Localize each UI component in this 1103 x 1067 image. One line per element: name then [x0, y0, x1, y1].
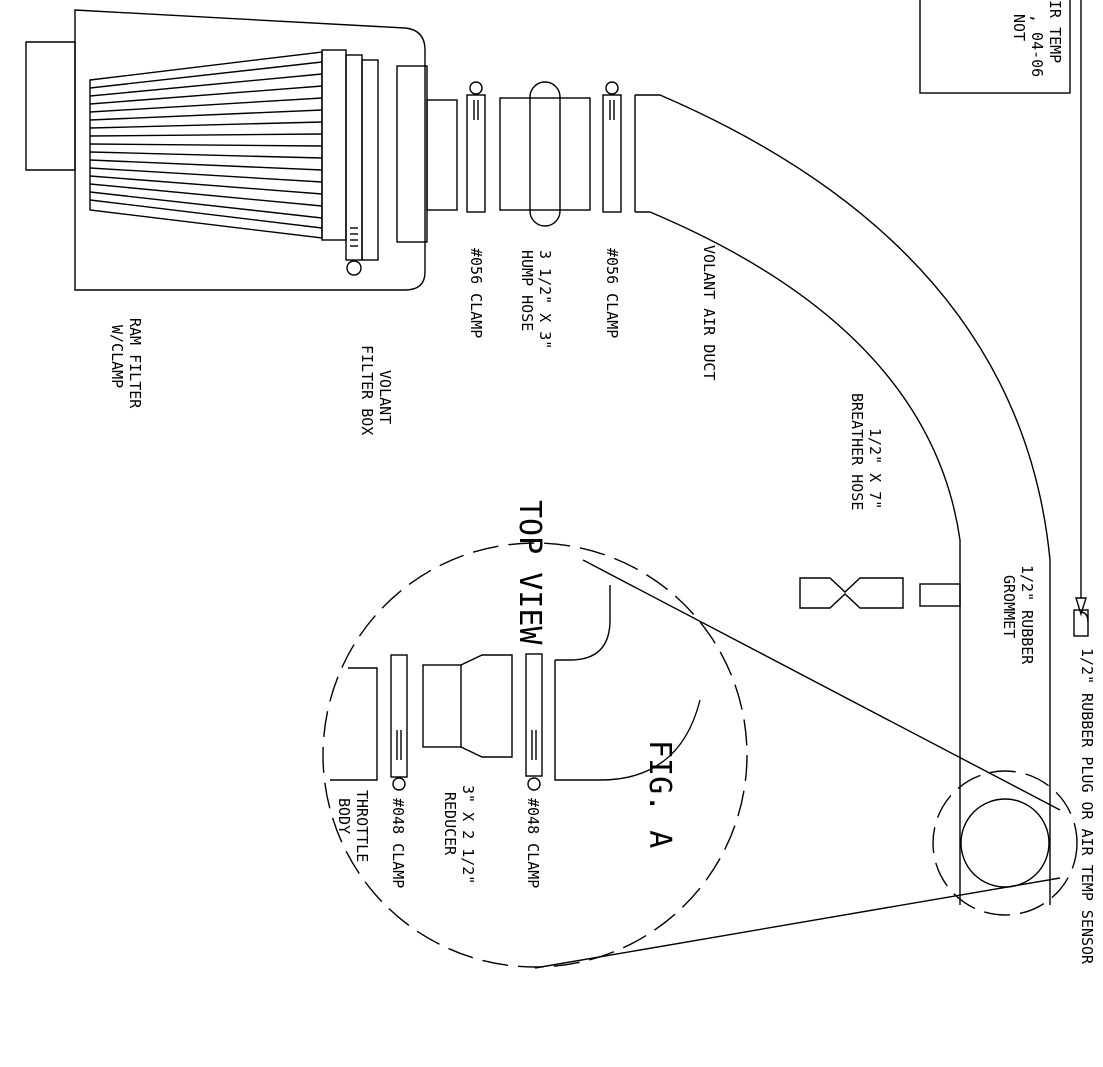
grommet-label-2: GROMMET: [1000, 575, 1018, 638]
labels: RAM FILTER W/CLAMP VOLANT FILTER BOX #05…: [108, 0, 1096, 965]
throttle-label-2: BODY: [335, 798, 353, 834]
note-box: [919, 0, 1071, 94]
plug-sensor-label: 1/2" RUBBER PLUG OR AIR TEMP SENSOR: [1078, 648, 1096, 965]
hump-hose-label-1: 3 1/2" X 3": [536, 250, 554, 349]
fig-a-detail: [322, 542, 1078, 969]
breather-label-1: 1/2" X 7": [866, 428, 884, 509]
clamp-056-b: [602, 81, 622, 213]
clamp-056-a: [466, 81, 486, 213]
note-line-2: , 04-06: [1028, 14, 1046, 77]
ram-filter-label-1: RAM FILTER: [126, 318, 144, 409]
note-line-3: NOT: [1010, 14, 1028, 41]
breather-fitting: [799, 577, 961, 609]
breather-label-2: BREATHER HOSE: [848, 393, 866, 510]
grommet-label-1: 1/2" RUBBER: [1018, 565, 1036, 665]
volant-air-duct: [634, 94, 1051, 905]
ram-filter: [25, 9, 426, 291]
clamp-048-b-label: #048 CLAMP: [389, 798, 407, 888]
reducer-label-1: 3" X 2 1/2": [459, 785, 477, 884]
note-line-1: IR TEMP: [1046, 0, 1064, 63]
hump-hose: [499, 81, 591, 227]
filter-box-label-1: VOLANT: [376, 370, 394, 424]
reducer-label-2: REDUCER: [441, 792, 459, 856]
throttle-label-1: THROTTLE: [353, 790, 371, 862]
rubber-plug: [1073, 0, 1089, 637]
ram-filter-label-2: W/CLAMP: [108, 325, 126, 388]
filter-box-label-2: FILTER BOX: [358, 345, 376, 435]
hump-hose-label-2: HUMP HOSE: [518, 250, 536, 331]
air-duct-label: VOLANT AIR DUCT: [700, 245, 718, 380]
clamp-056-b-label: #056 CLAMP: [603, 248, 621, 338]
fig-a-label: FIG. A: [642, 740, 677, 848]
clamp-056-a-label: #056 CLAMP: [467, 248, 485, 338]
top-view-label: TOP VIEW: [512, 500, 547, 645]
clamp-048-a-label: #048 CLAMP: [524, 798, 542, 888]
filter-box-outlet: [396, 65, 458, 243]
